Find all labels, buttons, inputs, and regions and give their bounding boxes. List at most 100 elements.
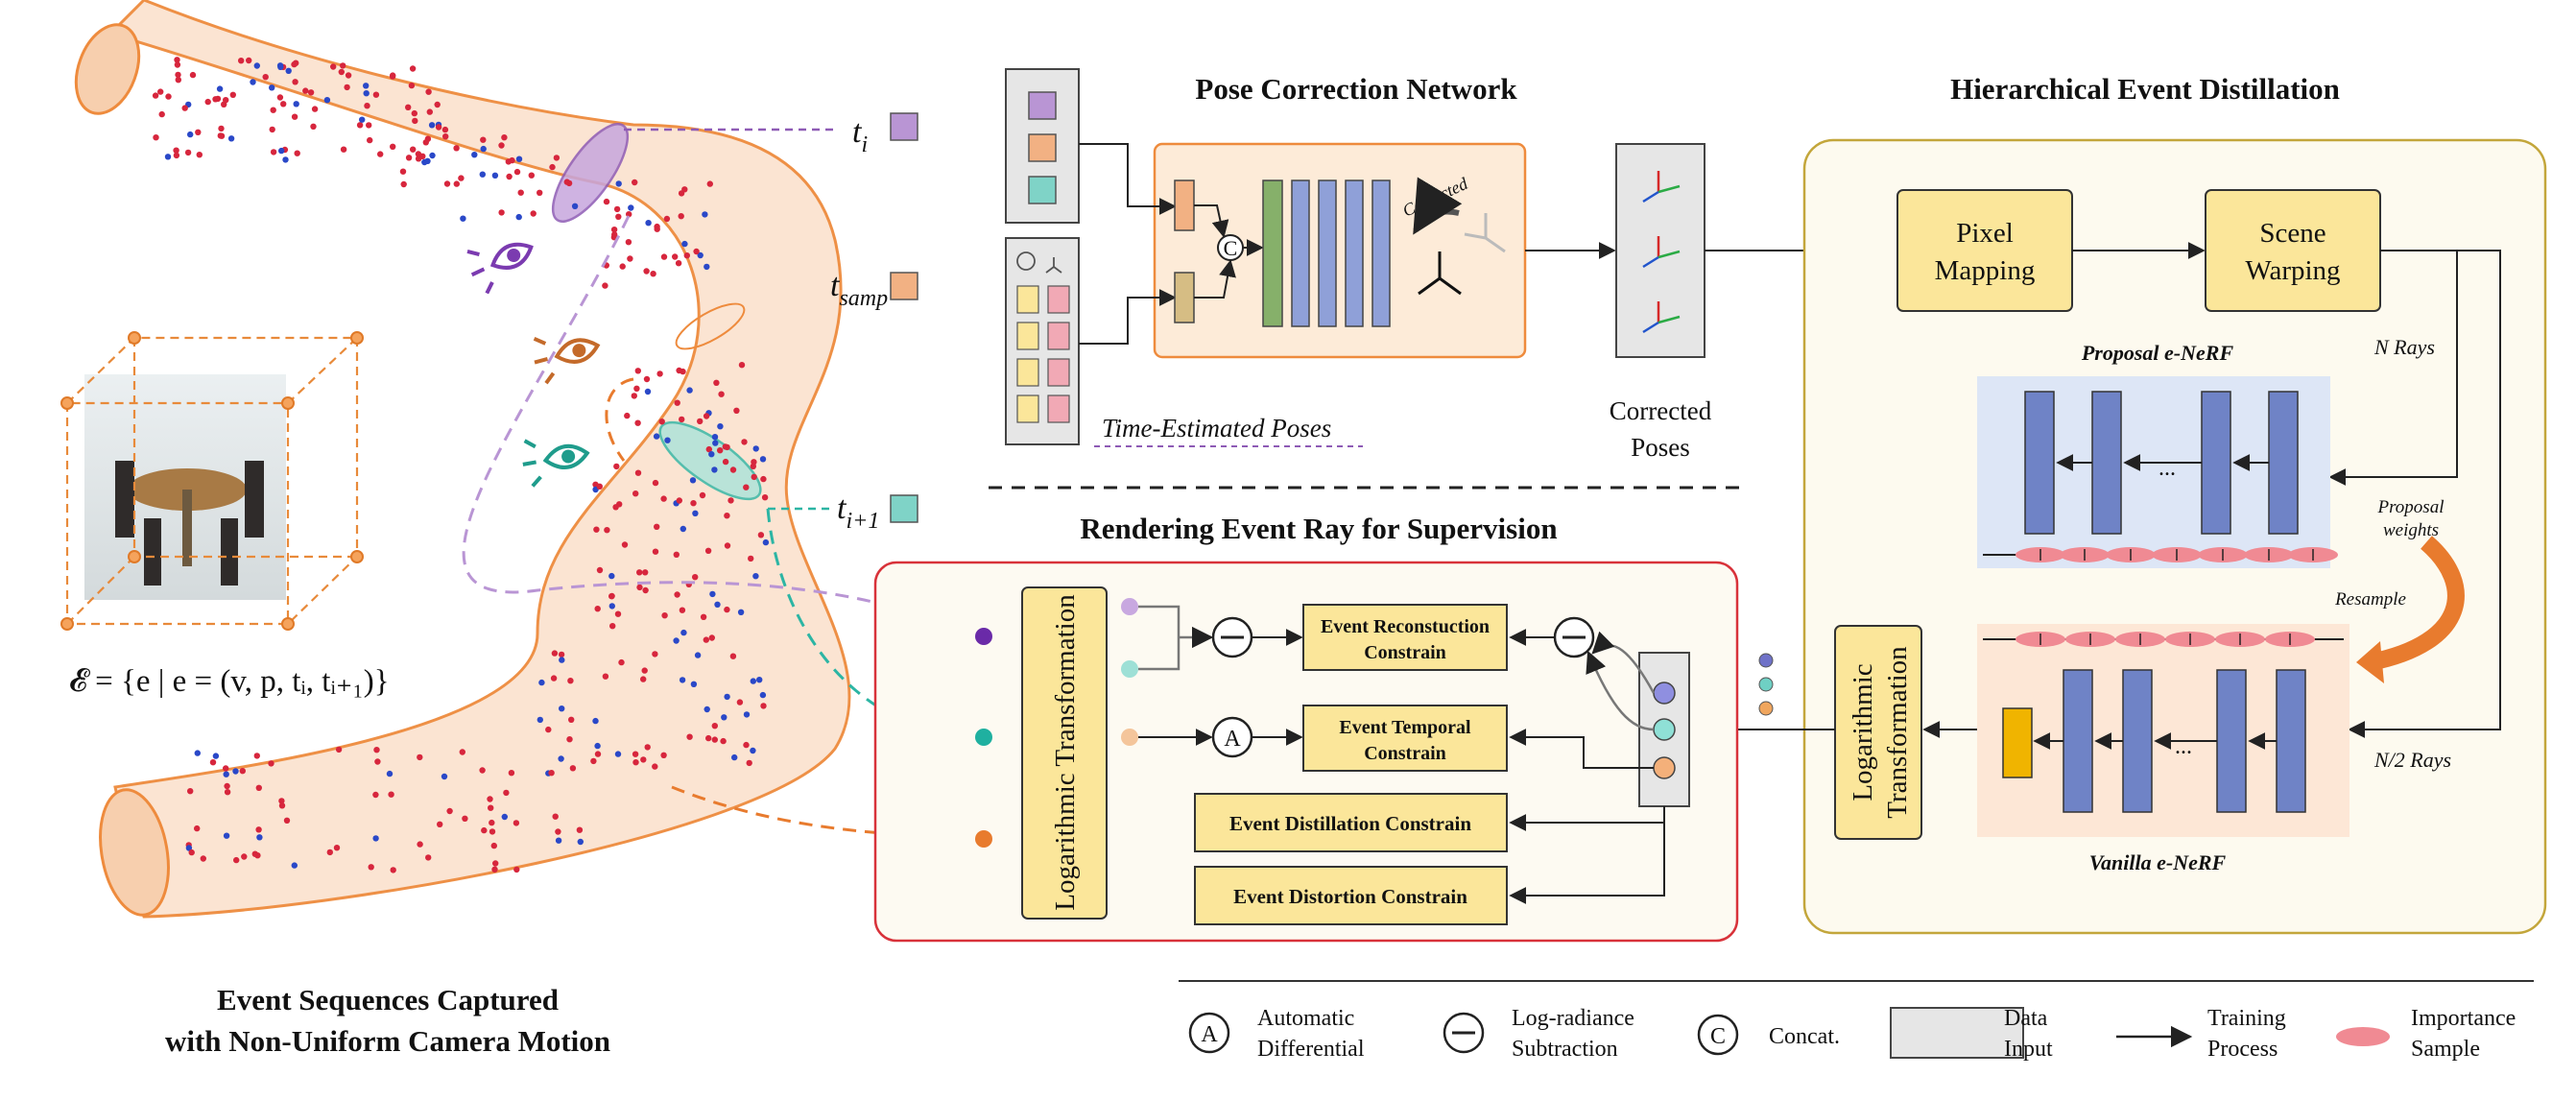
event-dot (624, 412, 631, 419)
event-dot (377, 151, 384, 157)
event-dot (174, 61, 181, 68)
event-dot (278, 798, 285, 804)
event-dot (577, 838, 584, 846)
pose-axes-ghost-icon (1464, 213, 1506, 253)
event-dot (722, 458, 729, 466)
event-dot (752, 573, 759, 580)
event-dot (417, 841, 423, 848)
label-tsamp: tsamp (830, 268, 888, 311)
event-dot (642, 569, 649, 576)
event-dot (604, 527, 610, 534)
event-dot (608, 592, 615, 600)
event-dot (255, 826, 262, 833)
event-dot (175, 71, 181, 79)
ti-swatch (890, 112, 918, 141)
event-dot (480, 136, 487, 143)
event-dot (593, 526, 600, 533)
event-dot (569, 765, 577, 772)
event-dot (694, 652, 702, 658)
event-dot (400, 180, 407, 188)
event-dot (270, 107, 276, 113)
event-dot (643, 268, 650, 275)
event-dot (498, 209, 505, 216)
event-dot (291, 862, 298, 869)
event-dot (173, 152, 180, 159)
event-dot (428, 122, 436, 129)
event-dot (453, 145, 460, 152)
event-dot (703, 413, 710, 419)
event-dot (363, 83, 370, 89)
event-dot (285, 67, 292, 75)
event-dot (506, 173, 513, 180)
event-dot (608, 572, 615, 580)
event-dot (255, 784, 262, 791)
event-dot (645, 220, 652, 227)
event-dot (711, 434, 719, 441)
event-dot (537, 189, 543, 196)
recon-in-teal (1121, 660, 1138, 678)
event-dot (229, 91, 236, 99)
event-dot (368, 864, 374, 871)
event-dot (453, 180, 460, 187)
event-dot (717, 423, 724, 430)
temporal-constrain-box (1302, 705, 1508, 772)
event-dot (609, 623, 616, 630)
distillation-constrain-label: Event Distillation Constrain (1229, 812, 1471, 835)
event-dot (294, 150, 300, 156)
event-dot (576, 826, 584, 833)
event-dot (642, 586, 649, 594)
event-dot (268, 760, 274, 767)
event-dot (283, 817, 291, 824)
event-dot (345, 72, 352, 79)
ti1-swatch (890, 494, 918, 523)
event-dot (195, 129, 202, 135)
proposal-importance-samples (1983, 547, 2338, 562)
event-dot (227, 135, 235, 142)
event-dot (644, 744, 651, 751)
event-dot (311, 106, 319, 112)
temporal-in-orange (1121, 729, 1138, 746)
event-dot (759, 691, 767, 699)
event-dot (615, 213, 622, 220)
event-dot (458, 175, 465, 181)
event-dot (566, 736, 573, 743)
event-dot (615, 180, 622, 187)
event-dot (603, 198, 610, 205)
label-ti1: ti+1 (837, 490, 879, 534)
event-dot (488, 804, 494, 811)
event-dot (594, 606, 601, 612)
legend-data-input-icon (1890, 1007, 2024, 1059)
event-dot (709, 590, 716, 598)
event-dot (200, 855, 206, 862)
event-dot (748, 555, 754, 562)
ti1-slice (658, 420, 762, 501)
event-dot (634, 469, 642, 476)
event-dot (625, 239, 632, 246)
event-dot (390, 867, 396, 873)
scene-warping-box (2205, 189, 2381, 312)
event-dot (408, 82, 416, 89)
event-dot (366, 122, 372, 129)
event-dot (704, 705, 710, 713)
event-dot (555, 837, 562, 844)
event-dot (751, 473, 757, 481)
event-set-formula: 𝓔 = {e | e = (v, p, tᵢ, tᵢ₊₁)} (69, 664, 390, 699)
event-dot (641, 667, 648, 674)
event-dot (721, 714, 727, 721)
event-dot (703, 636, 709, 643)
event-dot (760, 475, 767, 483)
event-dot (491, 172, 499, 179)
event-dot (344, 84, 350, 91)
event-dot (596, 483, 603, 490)
event-dot (426, 108, 433, 115)
input-dot-teal (975, 729, 992, 746)
event-dot (515, 213, 522, 221)
event-dot (632, 751, 639, 757)
event-dot (559, 705, 565, 712)
event-dot (731, 753, 738, 761)
legend-a-symbol: A (1201, 1022, 1218, 1047)
temporal-constrain-line2: Constrain (1364, 743, 1446, 764)
event-dot (335, 746, 343, 753)
distortion-constrain-label: Event Distortion Constrain (1233, 885, 1467, 908)
event-dot (743, 711, 751, 718)
